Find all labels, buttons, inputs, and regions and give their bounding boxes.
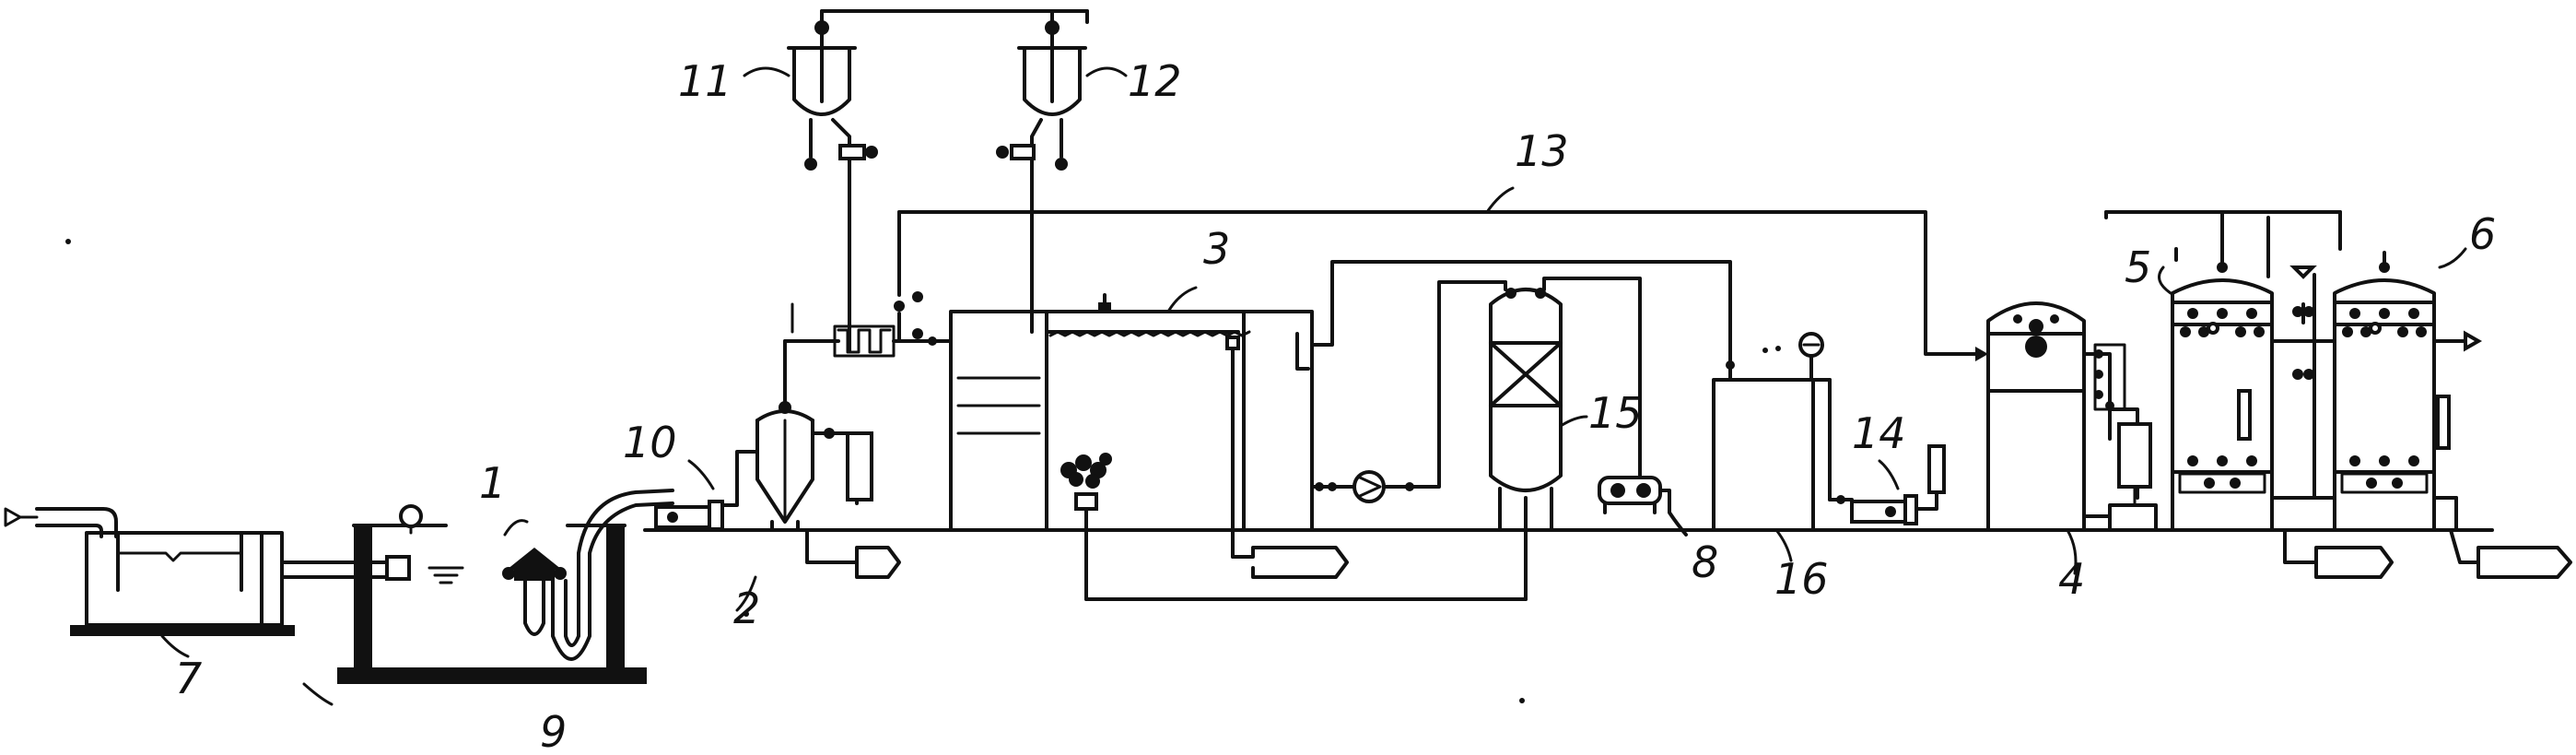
label-6: 6 — [2469, 209, 2496, 259]
label-7: 7 — [175, 654, 202, 703]
transfer-pump — [1310, 280, 1507, 503]
label-1: 1 — [479, 458, 506, 508]
return-pipeline-13 — [897, 186, 1988, 361]
exchange-column-5 — [2158, 251, 2274, 532]
outlet-tag-1 — [2283, 528, 2394, 579]
outlet-tag-2 — [2449, 528, 2572, 579]
label-13: 13 — [1515, 126, 1569, 176]
label-16: 16 — [1774, 554, 1829, 604]
label-4: 4 — [2058, 554, 2085, 604]
regulating-basin-9 — [302, 504, 647, 706]
dosing-tank-11 — [743, 9, 878, 352]
pump-14 — [1828, 444, 1946, 525]
static-mixer — [783, 210, 951, 358]
dosing-tank-12 — [820, 9, 1128, 334]
label-5: 5 — [2125, 242, 2151, 292]
label-8: 8 — [1692, 537, 1718, 587]
label-15: 15 — [1588, 388, 1643, 438]
treatment-tank-3 — [949, 260, 1732, 579]
filter-vessel-4 — [1986, 301, 2158, 575]
label-14: 14 — [1852, 408, 1906, 458]
separator-2 — [735, 339, 901, 612]
connecting-pipe-7-9 — [280, 555, 411, 581]
aerator-diffuser — [1060, 453, 1528, 601]
label-10: 10 — [623, 418, 677, 467]
label-3: 3 — [1203, 224, 1230, 274]
inlet-arrow-icon — [4, 507, 39, 527]
label-11: 11 — [678, 56, 732, 106]
label-12: 12 — [1128, 56, 1182, 106]
pump-10 — [643, 450, 794, 532]
exchange-column-6 — [2333, 247, 2467, 532]
submersible-pump-1 — [502, 489, 674, 661]
label-9: 9 — [540, 707, 567, 755]
intermediate-tank-16 — [1712, 332, 1832, 562]
label-2: 2 — [733, 584, 760, 633]
collection-tank-7 — [35, 507, 295, 658]
blower-8 — [1598, 476, 1688, 537]
exchange-piping — [2104, 210, 2483, 532]
packed-column-15 — [1489, 277, 1642, 532]
